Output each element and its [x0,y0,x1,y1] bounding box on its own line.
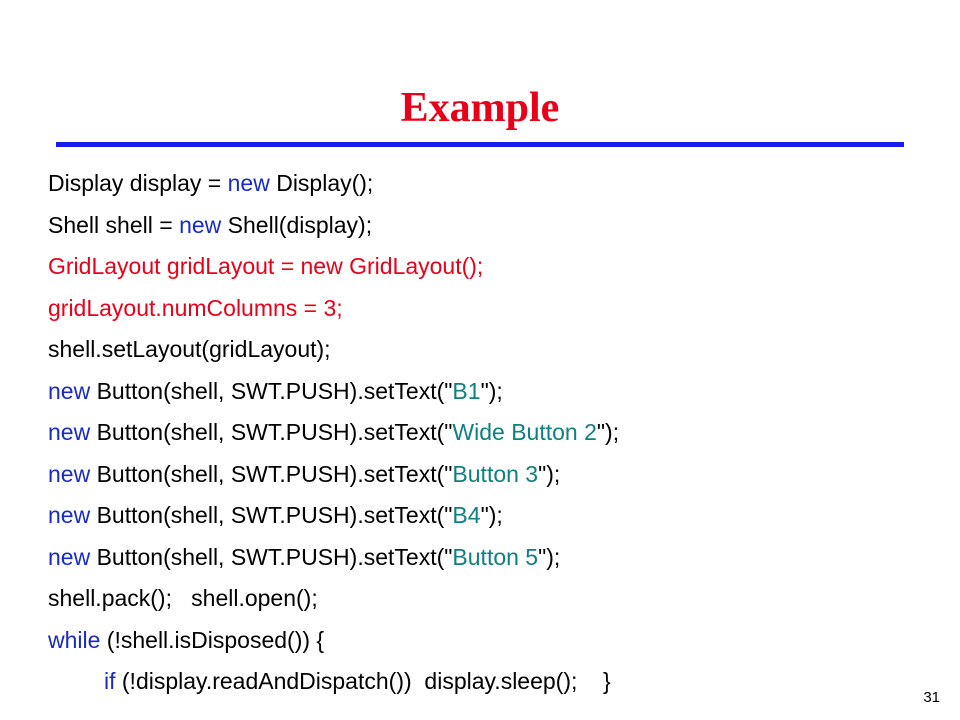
code-text: shell.pack(); shell.open(); [48,585,318,611]
code-line-highlighted: gridLayout.numColumns = 3; [48,288,619,330]
code-text: Display display = [48,170,228,196]
keyword: new [48,377,91,404]
code-line: new Button(shell, SWT.PUSH).setText("But… [48,537,619,579]
keyword: new [179,211,222,238]
code-text: Button(shell, SWT.PUSH).setText(" [90,377,453,404]
code-line: new Button(shell, SWT.PUSH).setText("B1"… [48,371,619,413]
code-line: if (!display.readAndDispatch()) display.… [48,661,619,703]
code-line: shell.pack(); shell.open(); [48,578,619,620]
code-line: shell.setLayout(gridLayout); [48,329,619,371]
code-text: "); [596,419,620,445]
string-literal: B4 [452,502,481,528]
keyword: new [48,460,91,487]
code-line: Shell shell = new Shell(display); [48,205,619,247]
code-text: gridLayout.numColumns = 3; [48,294,343,321]
code-text: "); [480,502,503,528]
code-line: while (!shell.isDisposed()) { [48,620,619,662]
string-literal: Button 5 [452,543,539,570]
code-line-highlighted: GridLayout gridLayout = new GridLayout()… [48,246,619,288]
code-line: Display display = new Display(); [48,163,619,205]
code-text: Shell shell = [48,211,180,238]
slide-title: Example [400,85,560,131]
string-literal: Wide Button 2 [452,419,597,445]
code-text: Button(shell, SWT.PUSH).setText(" [90,502,453,528]
keyword: new [227,170,270,196]
string-literal: B1 [452,377,481,404]
code-text: Shell(display); [221,211,373,238]
code-text: (!display.readAndDispatch()) display.sle… [115,668,611,694]
keyword: while [48,626,101,653]
string-literal: Button 3 [452,460,539,487]
code-text: Button(shell, SWT.PUSH).setText(" [90,460,453,487]
keyword: new [48,502,91,528]
code-text: Display(); [269,170,374,196]
code-text: Button(shell, SWT.PUSH).setText(" [90,543,453,570]
code-text: "); [480,377,503,404]
code-line: new Button(shell, SWT.PUSH).setText("B4"… [48,495,619,537]
keyword: new [48,543,91,570]
slide-number: 31 [923,689,940,706]
title-underline [56,142,904,147]
code-line: new Button(shell, SWT.PUSH).setText("Wid… [48,412,619,454]
code-text: GridLayout gridLayout = new GridLayout()… [48,253,484,279]
code-text: "); [538,543,561,570]
keyword: new [48,419,91,445]
code-block: Display display = new Display(); Shell s… [48,163,619,703]
code-text: shell.setLayout(gridLayout); [48,336,331,362]
code-line: new Button(shell, SWT.PUSH).setText("But… [48,454,619,496]
code-text: "); [538,460,561,487]
keyword: if [104,668,116,694]
code-text: Button(shell, SWT.PUSH).setText(" [90,419,453,445]
code-text: (!shell.isDisposed()) { [100,626,325,653]
